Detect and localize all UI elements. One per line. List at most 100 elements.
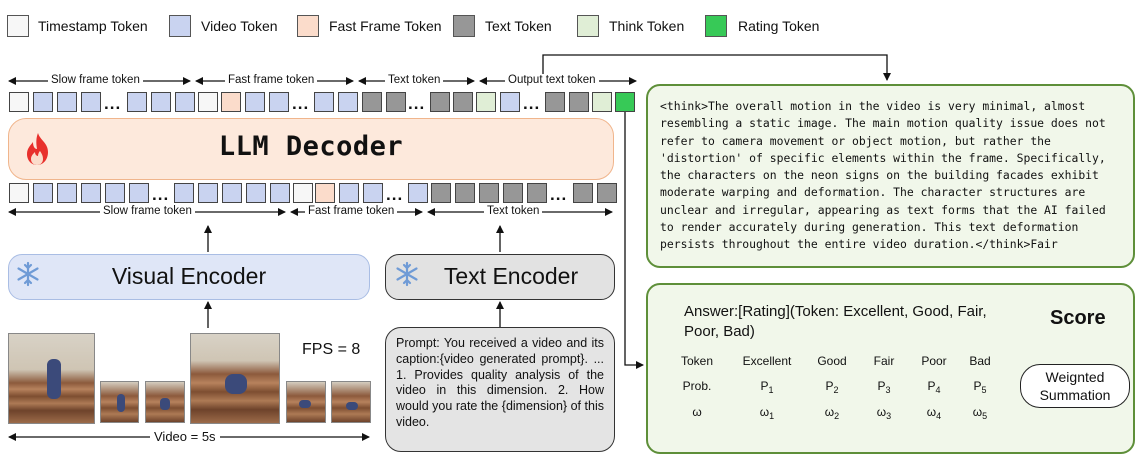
legend-label-rating: Rating Token bbox=[738, 18, 820, 34]
prompt-box: Prompt: You received a video and its cap… bbox=[385, 327, 615, 452]
timestamp-token bbox=[198, 92, 218, 112]
table-cell: ω4 bbox=[926, 405, 942, 421]
bottom-fast-label: Fast frame token bbox=[305, 205, 398, 217]
video-frame-small bbox=[286, 381, 326, 423]
text-token bbox=[362, 92, 382, 112]
ellipsis: ... bbox=[386, 185, 404, 204]
visual-encoder: Visual Encoder bbox=[8, 254, 370, 300]
ellipsis: ... bbox=[550, 185, 568, 204]
video-token bbox=[127, 92, 147, 112]
video-token bbox=[105, 183, 125, 203]
video-token bbox=[269, 92, 289, 112]
video-token bbox=[270, 183, 290, 203]
score-label: Score bbox=[1050, 307, 1106, 329]
table-cell: ω5 bbox=[972, 405, 988, 421]
legend-label-text: Text Token bbox=[485, 18, 552, 34]
ellipsis: ... bbox=[523, 94, 541, 113]
answer-box: Answer:[Rating](Token: Excellent, Good, … bbox=[646, 283, 1135, 454]
legend-swatch-video bbox=[169, 15, 191, 37]
table-cell: P1 bbox=[760, 379, 774, 395]
video-token bbox=[57, 183, 77, 203]
think-token bbox=[592, 92, 612, 112]
fast-frame-token bbox=[221, 92, 241, 112]
rating-to-answer-arrow bbox=[624, 112, 644, 369]
text-token bbox=[479, 183, 499, 203]
decoder-title: LLM Decoder bbox=[218, 131, 404, 162]
table-cell: P2 bbox=[825, 379, 839, 395]
table-cell: ω1 bbox=[759, 405, 775, 421]
text-token bbox=[431, 183, 451, 203]
flame-icon bbox=[27, 133, 48, 165]
video-token bbox=[339, 183, 359, 203]
text-token bbox=[503, 183, 523, 203]
table-header: Bad bbox=[969, 354, 991, 368]
output-to-think-arrow bbox=[542, 54, 891, 81]
video-token bbox=[33, 183, 53, 203]
video-token bbox=[81, 183, 101, 203]
text-token bbox=[430, 92, 450, 112]
bottom-slow-label: Slow frame token bbox=[100, 205, 195, 217]
legend-swatch-think bbox=[577, 15, 599, 37]
text-token bbox=[453, 92, 473, 112]
top-output-label: Output text token bbox=[505, 74, 599, 86]
video-token bbox=[338, 92, 358, 112]
video-token bbox=[246, 183, 266, 203]
legend-label-fast-frame: Fast Frame Token bbox=[329, 18, 442, 34]
top-fast-label: Fast frame token bbox=[225, 74, 318, 86]
table-cell: ω bbox=[692, 405, 702, 419]
table-cell: Prob. bbox=[682, 379, 712, 393]
top-slow-label: Slow frame token bbox=[48, 74, 143, 86]
video-frame-small bbox=[145, 381, 185, 423]
video-token bbox=[175, 92, 195, 112]
video-token bbox=[151, 92, 171, 112]
legend-label-think: Think Token bbox=[609, 18, 685, 34]
legend-swatch-fast-frame bbox=[297, 15, 319, 37]
video-token bbox=[245, 92, 265, 112]
weighted-summation-node: Weignted Summation bbox=[1020, 364, 1130, 408]
llm-decoder: LLM Decoder bbox=[8, 118, 614, 180]
video-token bbox=[129, 183, 149, 203]
legend-swatch-text bbox=[453, 15, 475, 37]
ellipsis: ... bbox=[408, 94, 426, 113]
text-token bbox=[573, 183, 593, 203]
answer-line: Answer:[Rating](Token: Excellent, Good, … bbox=[684, 303, 987, 340]
table-header: Poor bbox=[921, 354, 947, 368]
table-cell: P4 bbox=[927, 379, 941, 395]
video-token bbox=[222, 183, 242, 203]
ellipsis: ... bbox=[152, 185, 170, 204]
bottom-text-label: Text token bbox=[484, 205, 543, 217]
text-token bbox=[386, 92, 406, 112]
video-token bbox=[500, 92, 520, 112]
video-token bbox=[57, 92, 77, 112]
table-cell: ω2 bbox=[824, 405, 840, 421]
rating-token bbox=[615, 92, 635, 112]
ellipsis: ... bbox=[104, 94, 122, 113]
fast-frame-token bbox=[315, 183, 335, 203]
video-token bbox=[314, 92, 334, 112]
snowflake-icon bbox=[396, 261, 418, 287]
text-token bbox=[545, 92, 565, 112]
video-token bbox=[198, 183, 218, 203]
text-token bbox=[569, 92, 589, 112]
table-cell: P3 bbox=[877, 379, 891, 395]
timestamp-token bbox=[9, 183, 29, 203]
legend-swatch-rating bbox=[705, 15, 727, 37]
snowflake-icon bbox=[17, 261, 39, 287]
input-token-strip: ... ... ... bbox=[9, 183, 619, 205]
video-token bbox=[33, 92, 53, 112]
video-token bbox=[174, 183, 194, 203]
video-frame-large bbox=[8, 333, 95, 424]
text-encoder: Text Encoder bbox=[385, 254, 615, 300]
video-duration-label: Video = 5s bbox=[150, 429, 220, 444]
text-token bbox=[597, 183, 617, 203]
table-header: Excellent bbox=[742, 354, 792, 368]
table-header: Good bbox=[817, 354, 847, 368]
video-frame-small bbox=[100, 381, 139, 423]
top-text-label: Text token bbox=[385, 74, 444, 86]
visual-encoder-title: Visual Encoder bbox=[111, 263, 267, 289]
video-token bbox=[408, 183, 428, 203]
video-token bbox=[81, 92, 101, 112]
table-header: Token bbox=[680, 354, 714, 368]
table-cell: P5 bbox=[973, 379, 987, 395]
text-token bbox=[455, 183, 475, 203]
